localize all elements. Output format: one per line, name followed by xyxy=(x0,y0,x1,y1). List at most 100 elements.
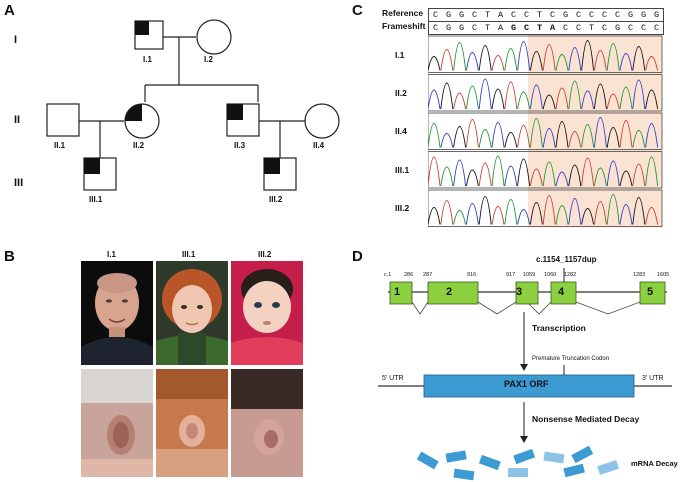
trace-peak xyxy=(517,158,531,187)
coord-e2-end: 916 xyxy=(467,272,477,278)
coord-e5-end: 1605 xyxy=(657,272,670,278)
trace-peak xyxy=(555,121,569,148)
exon-label-5: 5 xyxy=(647,286,654,298)
trace-peak xyxy=(440,82,454,110)
trace-peak xyxy=(619,53,633,71)
base-frameshift-10: C xyxy=(562,23,569,33)
mutation-label: c.1154_1157dup xyxy=(536,255,597,264)
base-frameshift-6: G xyxy=(510,23,517,33)
trace-frame xyxy=(428,74,663,112)
trace-peak xyxy=(428,56,441,71)
trace-peak xyxy=(529,168,543,187)
trace-peak xyxy=(581,90,595,110)
trace-peak xyxy=(619,170,633,187)
exon-5 xyxy=(639,281,666,305)
trace-peak xyxy=(529,118,543,148)
face-photo-i1 xyxy=(81,261,153,365)
trace-peak xyxy=(593,167,607,187)
base-reference-1: G xyxy=(445,10,452,20)
trace-peak xyxy=(453,42,467,71)
trace-peak xyxy=(428,123,441,148)
trace-peak xyxy=(428,156,441,187)
highlight-region xyxy=(528,35,662,228)
trace-peak xyxy=(632,79,646,110)
exon-label-1: 1 xyxy=(394,286,401,298)
base-frameshift-1: G xyxy=(445,23,452,33)
label-i2: I.2 xyxy=(204,55,213,64)
base-reference-9: C xyxy=(549,10,556,20)
base-reference-7: C xyxy=(523,10,530,20)
label-ii1: II.1 xyxy=(54,141,66,150)
trace-peak xyxy=(440,166,454,187)
pedigree-chart xyxy=(46,19,340,191)
base-frameshift-16: C xyxy=(640,23,647,33)
panel-label-c: C xyxy=(352,2,363,19)
base-frameshift-3: C xyxy=(471,23,478,33)
trace-peak xyxy=(440,49,454,71)
mrna-fragments xyxy=(416,445,620,481)
base-frameshift-11: C xyxy=(575,23,582,33)
reference-label: Reference xyxy=(382,8,424,18)
trace-peak xyxy=(491,88,505,110)
pedigree-i1-affected-male xyxy=(134,20,164,50)
trace-peak xyxy=(517,209,531,225)
label-i1: I.1 xyxy=(143,55,152,64)
trace-peak xyxy=(619,86,633,110)
trace-peak xyxy=(593,201,607,225)
trace-peak xyxy=(568,164,582,187)
trace-peak xyxy=(542,128,556,148)
trace-peak xyxy=(606,43,620,71)
base-reference-8: T xyxy=(536,10,543,20)
trace-peak xyxy=(645,156,659,187)
trace-label-i1: I.1 xyxy=(395,50,405,60)
base-frameshift-17: C xyxy=(653,23,660,33)
base-reference-3: C xyxy=(471,10,478,20)
coord-e4-start: 1060 xyxy=(544,272,557,278)
trace-peak xyxy=(555,205,569,225)
base-frameshift-8: T xyxy=(536,23,543,33)
gene-diagram xyxy=(378,268,672,481)
trace-peak xyxy=(491,55,505,71)
trace-peak xyxy=(581,40,595,71)
base-frameshift-12: T xyxy=(588,23,595,33)
coord-e5-start: 1283 xyxy=(633,272,646,278)
trace-peak xyxy=(428,207,441,225)
trace-label-iii1: III.1 xyxy=(395,165,410,175)
panel-label-a: A xyxy=(4,2,15,19)
trace-frame xyxy=(428,151,663,189)
trace-peak xyxy=(593,117,607,148)
trace-peak xyxy=(645,89,659,110)
trace-peak xyxy=(517,125,531,148)
trace-peak xyxy=(581,124,595,148)
coord-e2-start: 287 xyxy=(423,272,433,278)
base-frameshift-13: C xyxy=(601,23,608,33)
base-reference-16: G xyxy=(640,10,647,20)
base-reference-2: G xyxy=(458,10,465,20)
base-reference-0: C xyxy=(432,10,439,20)
trace-peak xyxy=(504,81,518,110)
trace-peak xyxy=(645,123,659,148)
face-photo-iii1 xyxy=(156,261,228,365)
pax1-orf-box xyxy=(423,374,635,398)
trace-peak xyxy=(593,83,607,110)
base-reference-10: G xyxy=(562,10,569,20)
trace-peak xyxy=(478,78,492,110)
trace-frame xyxy=(428,189,663,227)
base-reference-15: G xyxy=(627,10,634,20)
base-reference-4: T xyxy=(484,10,491,20)
trace-peak xyxy=(465,169,479,187)
base-reference-14: C xyxy=(614,10,621,20)
trace-peak xyxy=(542,161,556,187)
trace-peak xyxy=(440,200,454,225)
frameshift-label: Frameshift xyxy=(382,21,426,31)
nmd-label: Nonsense Mediated Decay xyxy=(532,414,640,424)
ear-photo-iii2 xyxy=(231,369,303,477)
pedigree-ii4-female xyxy=(304,103,340,139)
base-frameshift-14: G xyxy=(614,23,621,33)
base-frameshift-7: C xyxy=(523,23,530,33)
base-frameshift-2: G xyxy=(458,23,465,33)
trace-peak xyxy=(542,44,556,71)
trace-peak xyxy=(529,84,543,110)
